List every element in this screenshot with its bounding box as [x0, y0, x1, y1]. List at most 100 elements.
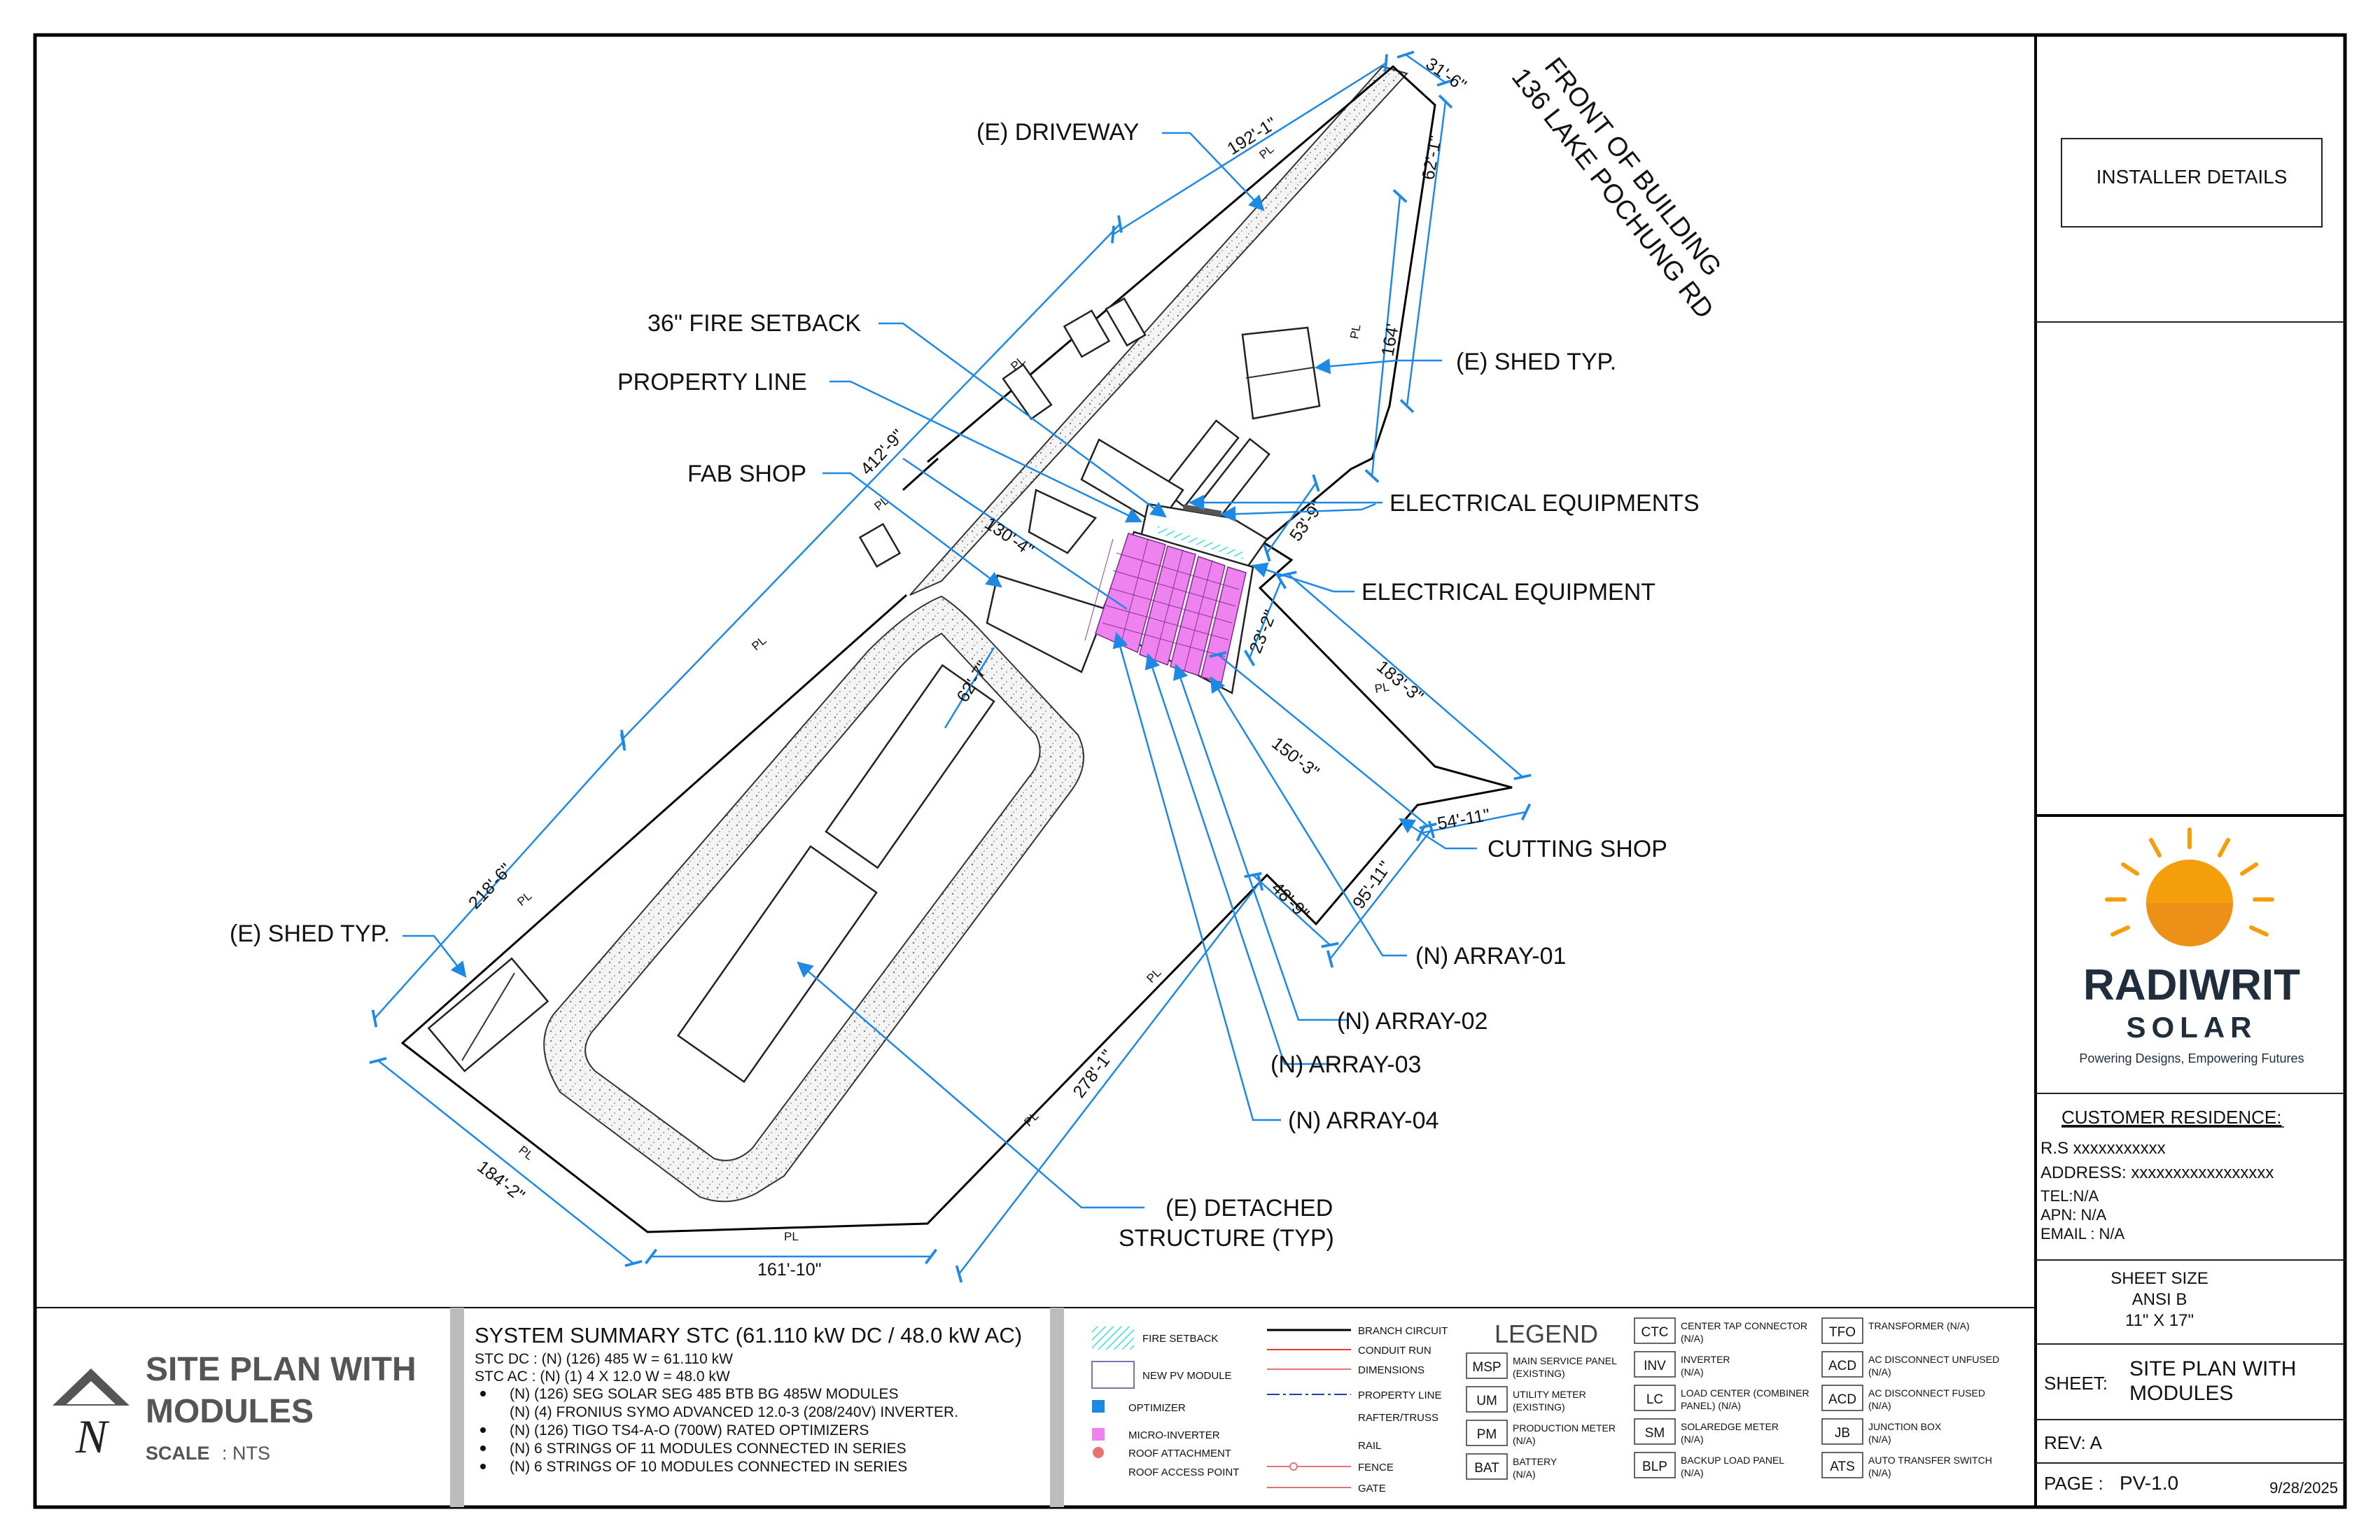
sheet-label: SHEET: — [2044, 1373, 2108, 1394]
panel-title-line1: SITE PLAN WITH — [146, 1351, 416, 1388]
svg-text:INV: INV — [1644, 1359, 1666, 1373]
svg-text:PL: PL — [1348, 323, 1363, 340]
title-panel: N SITE PLAN WITH MODULES SCALE : NTS — [52, 1351, 416, 1464]
callout-electrical-equipment: ELECTRICAL EQUIPMENT — [1362, 579, 1656, 606]
callout-array-02: (N) ARRAY-02 — [1337, 1008, 1488, 1035]
svg-text:(N/A): (N/A) — [1868, 1467, 1891, 1478]
svg-text:BRANCH CIRCUIT: BRANCH CIRCUIT — [1358, 1325, 1448, 1337]
svg-text:ACD: ACD — [1828, 1359, 1856, 1373]
callout-array-01: (N) ARRAY-01 — [1415, 943, 1566, 969]
callout-driveway: (E) DRIVEWAY — [976, 119, 1139, 146]
legend-abbr-8: BLP BACKUP LOAD PANEL(N/A) — [1634, 1452, 1784, 1478]
brand-name: RADIWRIT — [2083, 961, 2300, 1009]
callout-electrical-equipments: ELECTRICAL EQUIPMENTS — [1390, 490, 1700, 517]
svg-text:SOLAREDGE METER: SOLAREDGE METER — [1681, 1421, 1779, 1432]
callout-fab-shop: FAB SHOP — [687, 461, 806, 487]
customer-address: ADDRESS: xxxxxxxxxxxxxxxxx — [2040, 1163, 2274, 1182]
legend-title: LEGEND — [1494, 1320, 1598, 1348]
shed-group-right — [1161, 326, 1321, 522]
svg-text:MSP: MSP — [1472, 1360, 1501, 1375]
customer-heading: CUSTOMER RESIDENCE: — [2062, 1107, 2281, 1128]
callout-detached-2: STRUCTURE (TYP) — [1119, 1225, 1334, 1252]
dim-218-6: 218'-6" — [465, 860, 516, 913]
svg-text:LOAD CENTER (COMBINER: LOAD CENTER (COMBINER — [1681, 1387, 1809, 1399]
svg-text:TRANSFORMER (N/A): TRANSFORMER (N/A) — [1868, 1320, 1970, 1331]
svg-text:DIMENSIONS: DIMENSIONS — [1358, 1364, 1424, 1376]
svg-text:BATTERY: BATTERY — [1513, 1456, 1558, 1467]
svg-text:(EXISTING): (EXISTING) — [1513, 1401, 1565, 1413]
svg-text:(N/A): (N/A) — [1681, 1333, 1704, 1344]
svg-text:(N/A): (N/A) — [1513, 1435, 1536, 1446]
installer-details: INSTALLER DETAILS — [2096, 166, 2288, 188]
svg-text:MICRO-INVERTER: MICRO-INVERTER — [1128, 1429, 1220, 1441]
shed-bottom-left — [427, 957, 550, 1072]
dim-161-10: 161'-10" — [757, 1260, 822, 1280]
scale-label: SCALE — [146, 1443, 210, 1464]
svg-text:AUTO TRANSFER SWITCH: AUTO TRANSFER SWITCH — [1868, 1455, 1992, 1466]
rev-label: REV: A — [2044, 1432, 2103, 1453]
svg-text:BLP: BLP — [1642, 1460, 1667, 1474]
svg-text:PROPERTY LINE: PROPERTY LINE — [1358, 1390, 1442, 1401]
sheet-name-2: MODULES — [2129, 1382, 2233, 1405]
callout-array-04: (N) ARRAY-04 — [1288, 1107, 1438, 1134]
summary-item-4: (N) 6 STRINGS OF 11 MODULES CONNECTED IN… — [510, 1441, 906, 1457]
customer-tel: TEL:N/A — [2040, 1187, 2099, 1205]
dim-164: 164' — [1378, 322, 1403, 358]
dimension-lines — [369, 50, 1532, 1283]
svg-text:RAFTER/TRUSS: RAFTER/TRUSS — [1358, 1412, 1438, 1424]
array-setback-strip — [1156, 526, 1245, 559]
summary-item-3: (N) (126) TIGO TS4-A-O (700W) RATED OPTI… — [510, 1422, 869, 1438]
roof-attachment-icon — [1093, 1447, 1104, 1458]
sheet-border — [33, 33, 2347, 1509]
svg-text:AC DISCONNECT UNFUSED: AC DISCONNECT UNFUSED — [1868, 1354, 1999, 1365]
brand-solar: SOLAR — [2127, 1011, 2258, 1044]
sheet-size-label: SHEET SIZE — [2110, 1269, 2208, 1288]
svg-text:TFO: TFO — [1829, 1325, 1856, 1340]
dim-184-2: 184'-2" — [473, 1157, 528, 1206]
svg-text:GATE: GATE — [1358, 1483, 1386, 1494]
dim-62-1: 62'-1" — [1418, 134, 1446, 181]
panel-title-line2: MODULES — [146, 1393, 314, 1430]
dim-23-2: 23'-2" — [1246, 608, 1281, 657]
panel-separator-2 — [1050, 1308, 1064, 1507]
svg-text:BACKUP LOAD PANEL: BACKUP LOAD PANEL — [1681, 1455, 1784, 1466]
customer-name: R.S xxxxxxxxxxx — [2040, 1139, 2166, 1158]
svg-text:UTILITY METER: UTILITY METER — [1513, 1389, 1586, 1400]
svg-text:CONDUIT RUN: CONDUIT RUN — [1358, 1345, 1432, 1357]
dim-31-6: 31'-6" — [1422, 54, 1470, 95]
summary-stc-dc: STC DC : (N) (126) 485 W = 61.110 kW — [475, 1351, 733, 1367]
svg-text:CTC: CTC — [1641, 1325, 1668, 1340]
scale-value: : NTS — [222, 1443, 270, 1464]
customer-apn: APN: N/A — [2040, 1206, 2106, 1224]
system-summary: SYSTEM SUMMARY STC (61.110 kW DC / 48.0 … — [475, 1323, 1022, 1475]
callout-shed-left: (E) SHED TYP. — [230, 920, 390, 947]
property-line-segment — [902, 457, 939, 491]
svg-text:RAIL: RAIL — [1358, 1440, 1381, 1452]
brand-tagline: Powering Designs, Empowering Futures — [2079, 1051, 2304, 1065]
dim-53-9: 53'-9" — [1286, 497, 1327, 545]
svg-text:OPTIMIZER: OPTIMIZER — [1128, 1402, 1186, 1414]
svg-text:(N/A): (N/A) — [1513, 1469, 1536, 1480]
panel-separator-1 — [450, 1308, 464, 1507]
callout-property-line: PROPERTY LINE — [617, 369, 807, 396]
svg-text:PL: PL — [514, 889, 534, 909]
micro-inverter-icon — [1092, 1428, 1105, 1441]
dim-48-9: 48'-9" — [1268, 878, 1313, 923]
svg-text:FIRE SETBACK: FIRE SETBACK — [1142, 1333, 1218, 1345]
legend-abbr-9: TFO TRANSFORMER (N/A) — [1821, 1317, 1970, 1344]
svg-text:PANEL) (N/A): PANEL) (N/A) — [1681, 1400, 1741, 1411]
svg-text:(N/A): (N/A) — [1868, 1400, 1891, 1411]
svg-text:(N/A): (N/A) — [1681, 1467, 1704, 1478]
radiwrit-sun-logo-icon — [2105, 827, 2274, 946]
svg-text:NEW PV MODULE: NEW PV MODULE — [1142, 1370, 1232, 1382]
svg-text:(N/A): (N/A) — [1681, 1434, 1704, 1445]
svg-text:UM: UM — [1476, 1394, 1497, 1408]
